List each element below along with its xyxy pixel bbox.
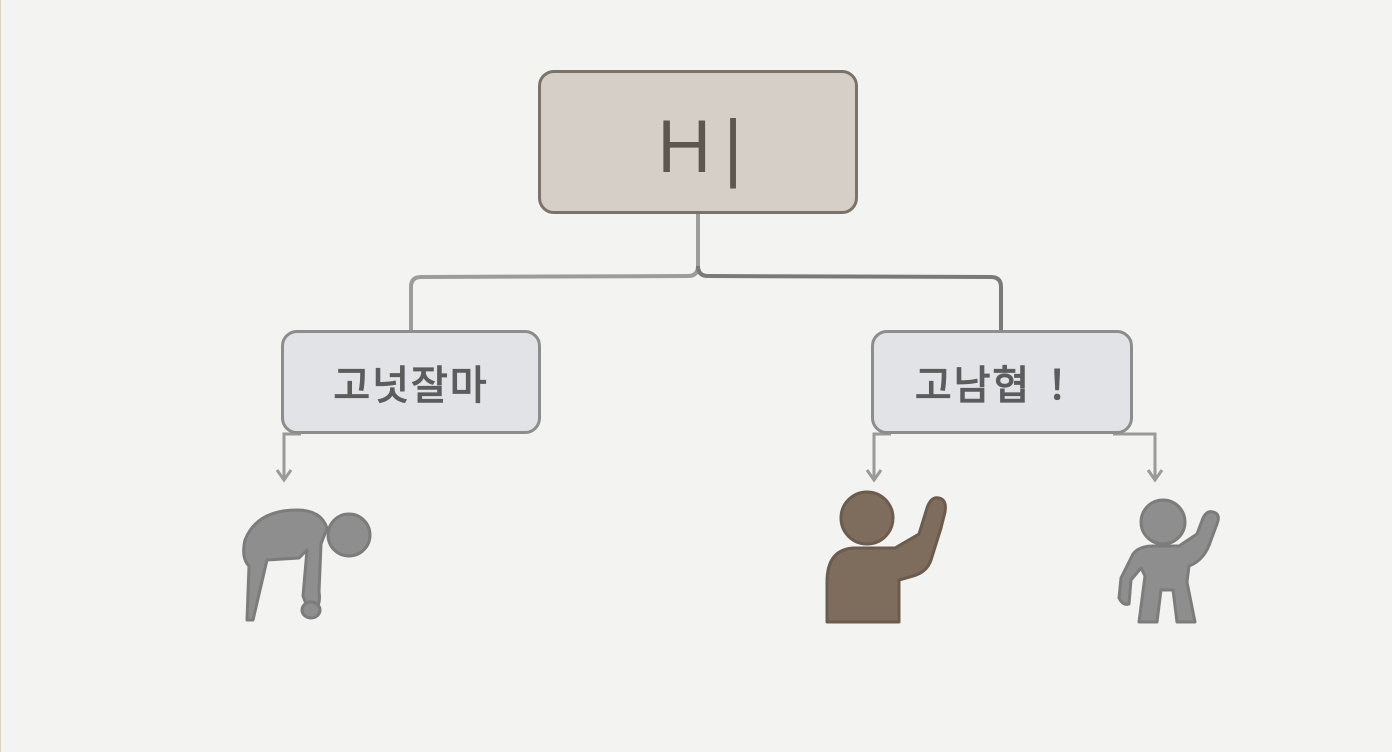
child-node-right-label: 고남협 ！ — [914, 363, 1090, 409]
connector-left-to-figure — [282, 432, 301, 478]
connector-right-to-figure-b — [1113, 432, 1157, 478]
connector-root-right — [696, 265, 1003, 330]
child-node-right: 고남협 ！ — [871, 330, 1133, 434]
child-node-left: 고넛잘마 — [281, 330, 541, 434]
root-node-label: Ｈ| — [649, 106, 747, 189]
waving-person-icon — [825, 490, 947, 624]
child-node-left-label: 고넛잘마 — [333, 363, 489, 409]
root-node: Ｈ| — [538, 70, 858, 214]
connector-root-trunk — [409, 214, 700, 330]
bowing-person-icon — [242, 508, 372, 622]
waving-child-icon — [1117, 498, 1220, 624]
connector-right-to-figure-a — [872, 432, 891, 478]
